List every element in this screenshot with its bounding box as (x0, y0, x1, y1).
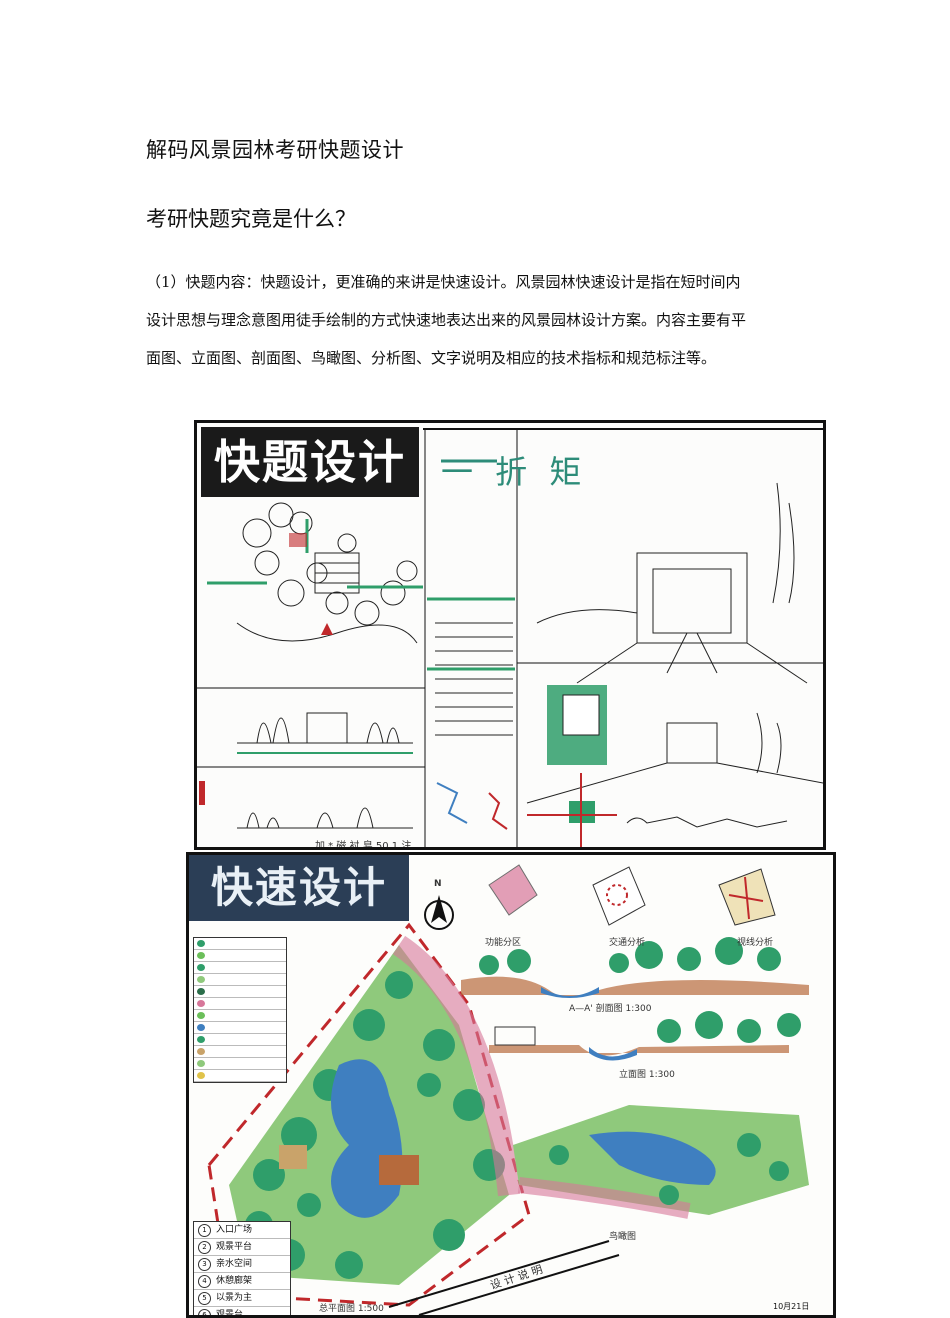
legend-row (194, 950, 286, 962)
legend-row (194, 1058, 286, 1070)
section-heading: 考研快题究竟是什么？ (146, 207, 356, 231)
sketch-drawings (197, 428, 823, 847)
legend-number: 5 (198, 1292, 211, 1305)
site-plan-label: 总平面图 1:500 (319, 1304, 384, 1314)
legend-row (194, 1010, 286, 1022)
aerial-view-label: 鸟瞰图 (609, 1232, 637, 1242)
legend-label: 以景为主 (216, 1293, 253, 1303)
sheet-theme-title: 一 折 矩 (441, 453, 588, 491)
legend-row (194, 1070, 286, 1082)
legend-label: 观景台 (216, 1310, 244, 1318)
legend-label: 休憩廊架 (216, 1276, 253, 1286)
node-legend: 1 入口广场 2 观景平台 3 亲水空间 4 休憩廊架 5 以景为主 6 观景台 (193, 1221, 291, 1318)
legend-row: 5 以景为主 (194, 1290, 290, 1307)
legend-number: 2 (198, 1241, 211, 1254)
function-zoning-label: 功能分区 (485, 938, 522, 948)
sightline-analysis-label: 视线分析 (737, 938, 774, 948)
plant-legend (193, 937, 287, 1083)
legend-row (194, 998, 286, 1010)
legend-label: 亲水空间 (216, 1259, 253, 1269)
legend-row (194, 1034, 286, 1046)
legend-row: 4 休憩廊架 (194, 1273, 290, 1290)
elevation-label: 立面图 1:300 (619, 1070, 675, 1080)
legend-row: 3 亲水空间 (194, 1256, 290, 1273)
legend-row (194, 938, 286, 950)
section-label: A—A' 剖面图 1:300 (569, 1004, 652, 1014)
legend-number: 6 (198, 1309, 211, 1315)
legend-row (194, 1046, 286, 1058)
date-label: 10月21日 (773, 1302, 810, 1311)
paragraph-line: 面图、立面图、剖面图、鸟瞰图、分析图、文字说明及相应的技术指标和规范标注等。 (146, 349, 717, 367)
paragraph-line: 设计思想与理念意图用徒手绘制的方式快速地表达出来的风景园林设计方案。内容主要有平 (146, 311, 747, 329)
legend-row (194, 962, 286, 974)
paragraph-line: （1）快题内容：快题设计，更准确的来讲是快速设计。风景园林快速设计是指在短时间内 (146, 273, 741, 291)
document-title: 解码风景园林考研快题设计 (146, 138, 404, 162)
master-plan-drawing (207, 864, 809, 1315)
legend-row: 1 入口广场 (194, 1222, 290, 1239)
legend-number: 4 (198, 1275, 211, 1288)
sheet-title-block: 快速设计 (189, 855, 409, 921)
legend-row: 2 观景平台 (194, 1239, 290, 1256)
legend-number: 1 (198, 1224, 211, 1237)
traffic-analysis-label: 交通分析 (609, 938, 646, 948)
legend-row: 6 观景台 (194, 1307, 290, 1318)
design-sheet-image-1: 快题设计 一 折 矩 加 * 磁 衬 皂 50 1 注 (194, 420, 826, 850)
legend-row (194, 1022, 286, 1034)
sheet-title-block: 快题设计 (201, 427, 419, 497)
north-label: N (434, 879, 442, 889)
legend-row (194, 986, 286, 998)
legend-label: 入口广场 (216, 1225, 253, 1235)
body-paragraph: （1）快题内容：快题设计，更准确的来讲是快速设计。风景园林快速设计是指在短时间内… (146, 263, 826, 377)
legend-row (194, 974, 286, 986)
legend-number: 3 (198, 1258, 211, 1271)
sheet-caption: 加 * 磁 衬 皂 50 1 注 (315, 841, 412, 850)
legend-label: 观景平台 (216, 1242, 253, 1252)
